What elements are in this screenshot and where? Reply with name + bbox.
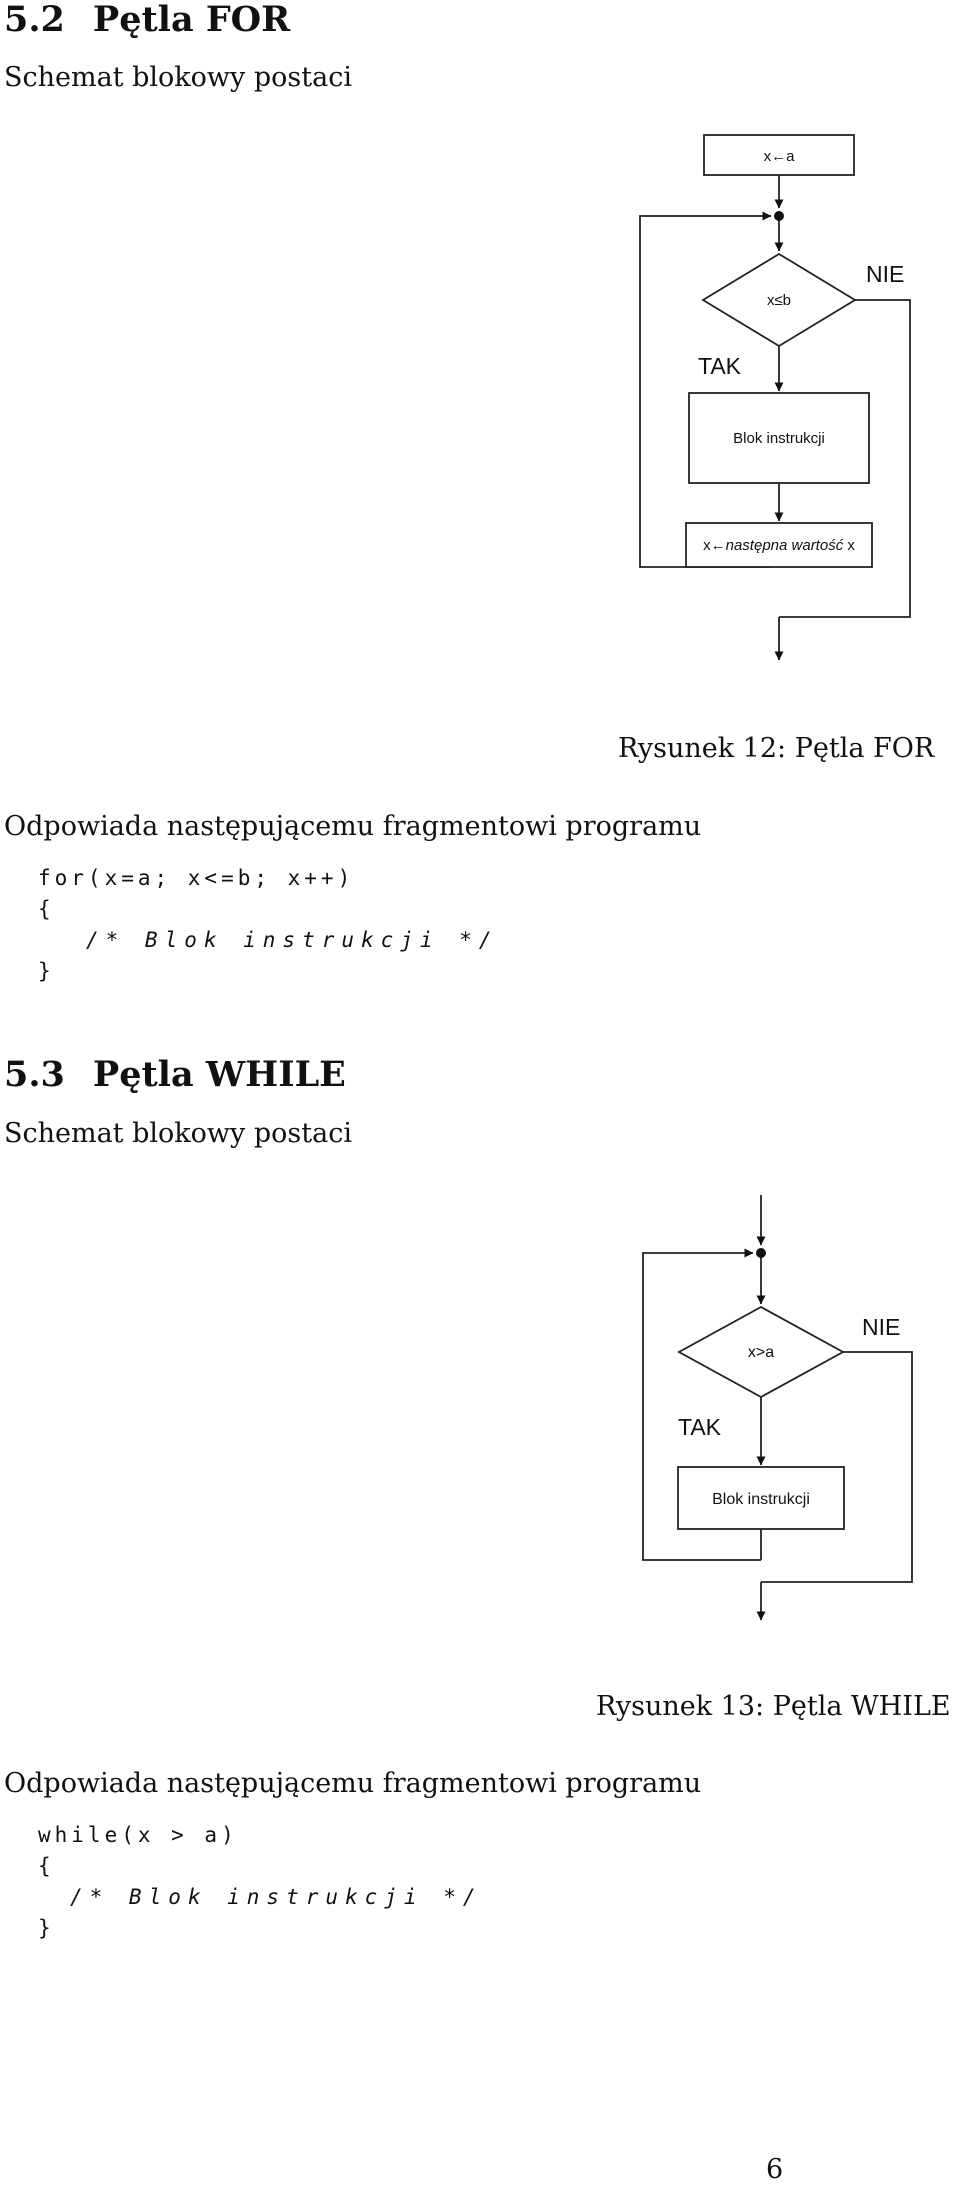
while-loop-flowchart: x>a NIE TAK Blok instrukcji: [642, 1195, 913, 1621]
condition-label: x>a: [748, 1344, 774, 1361]
code-line: {: [38, 1854, 55, 1878]
no-label: NIE: [862, 1314, 900, 1340]
code-line: }: [38, 1916, 55, 1940]
next-value-label: x←następna wartość x: [703, 537, 855, 554]
code-line: }: [38, 959, 55, 983]
next-label-italic: następna wartość: [726, 537, 844, 554]
flowchart-intro-text: Schemat blokowy postaci: [4, 62, 352, 93]
yes-label: TAK: [698, 353, 742, 379]
for-loop-flowchart: x←a x≤b NIE TAK Blok instrukcji x←następ…: [639, 134, 911, 661]
next-value-box: [685, 522, 873, 568]
yes-label: TAK: [678, 1414, 722, 1440]
code-comment: /* Blok instrukcji */: [86, 928, 499, 952]
code-line: for(x=a; x<=b; x++): [38, 866, 355, 890]
instruction-block-box: [688, 392, 870, 484]
code-line: while(x > a): [38, 1823, 238, 1847]
code-block-for: for(x=a; x<=b; x++) { /* Blok instrukcji *…: [38, 863, 499, 987]
condition-label: x≤b: [767, 292, 791, 309]
code-line: {: [38, 897, 55, 921]
init-label: x←a: [764, 148, 796, 165]
flowchart-intro-text: Schemat blokowy postaci: [4, 1118, 352, 1149]
code-intro-text: Odpowiada następującemu fragmentowi prog…: [4, 811, 702, 842]
section-heading-while: 5.3 Pętla WHILE: [4, 1055, 346, 1095]
junction-dot: [774, 211, 784, 221]
section-title: Pętla WHILE: [92, 1054, 346, 1095]
section-number: 5.3: [4, 1054, 65, 1095]
init-box: [703, 134, 855, 176]
code-comment: /* Blok instrukcji */: [70, 1885, 483, 1909]
no-label: NIE: [866, 261, 904, 287]
page-number: 6: [766, 2154, 784, 2185]
next-label-prefix: x←: [703, 537, 726, 554]
code-intro-text: Odpowiada następującemu fragmentowi prog…: [4, 1768, 702, 1799]
section-number: 5.2: [4, 0, 65, 40]
code-block-while: while(x > a) { /* Blok instrukcji */}: [38, 1820, 483, 1944]
section-heading-for: 5.2 Pętla FOR: [4, 0, 290, 40]
section-title: Pętla FOR: [92, 0, 291, 40]
figure-caption: Rysunek 13: Pętla WHILE: [596, 1691, 951, 1722]
block-label: Blok instrukcji: [733, 430, 825, 447]
figure-caption: Rysunek 12: Pętla FOR: [618, 733, 935, 764]
block-label: Blok instrukcji: [712, 1491, 810, 1508]
next-label-suffix: x: [843, 537, 855, 554]
junction-dot: [756, 1248, 766, 1258]
